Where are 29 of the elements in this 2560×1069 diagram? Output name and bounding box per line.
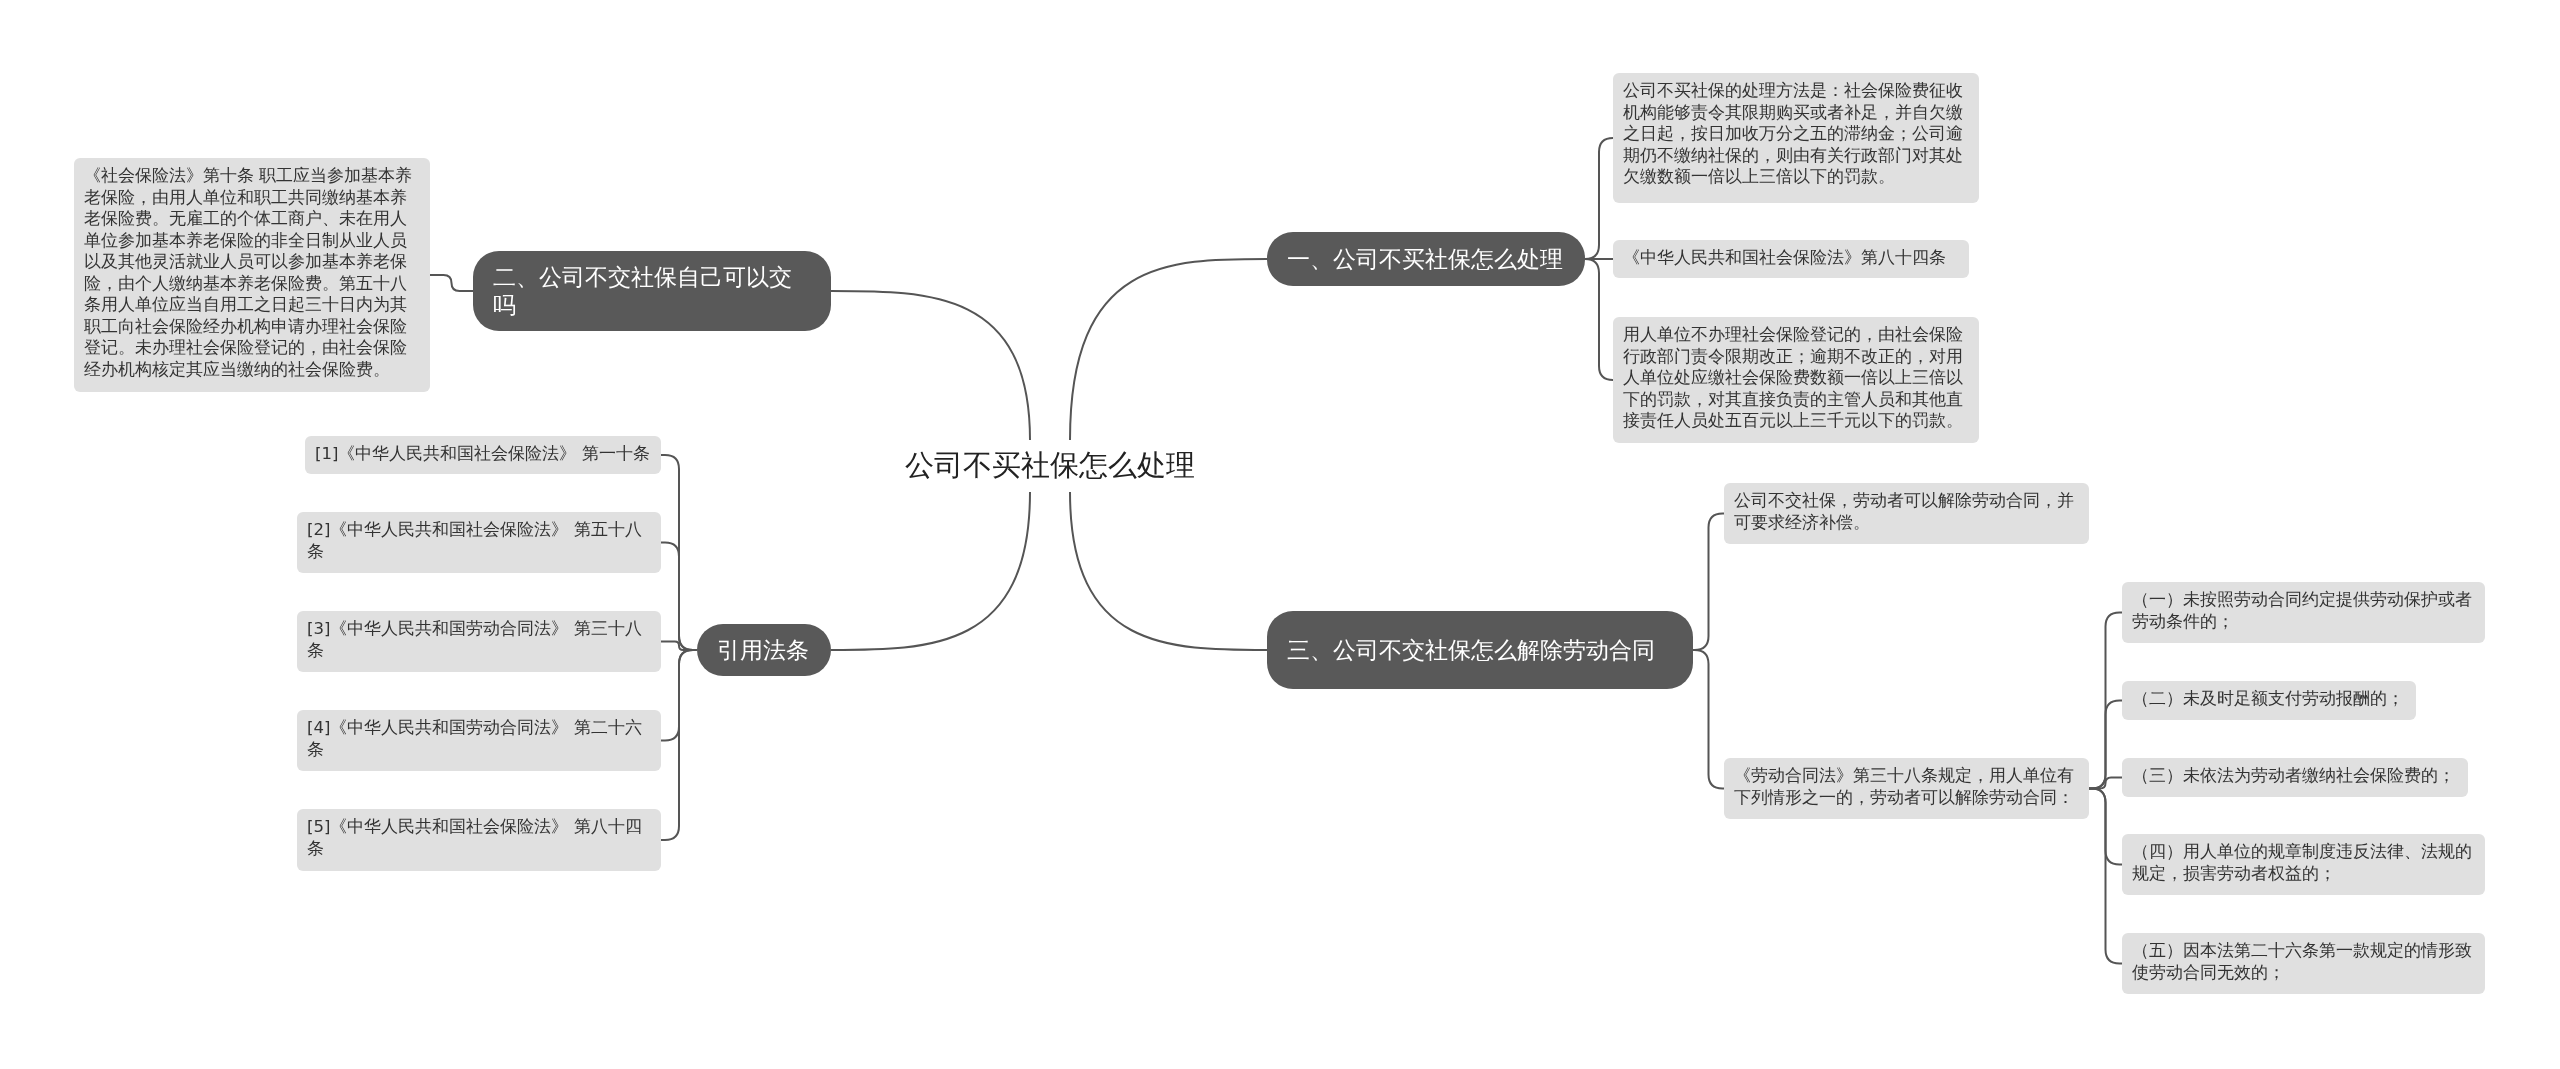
topic-pill: 引用法条: [697, 624, 831, 676]
note-box: [1]《中华人民共和国社会保险法》 第一十条: [305, 436, 661, 474]
connector-line: [2088, 787, 2123, 965]
connector-line: [1069, 258, 1268, 441]
connector-line: [1692, 649, 1725, 790]
connector-line: [1069, 491, 1268, 651]
note-box: 公司不买社保的处理方法是：社会保险费征收机构能够责令其限期购买或者补足，并自欠缴之日起，按日加收万分之五的滞纳金；公司逾期仍不缴纳社保的，则由有关行政部门对其处欠缴数额一倍以上三倍以下的罚款。: [1613, 73, 1979, 203]
connector-line: [830, 491, 1031, 651]
note-box: [3]《中华人民共和国劳动合同法》 第三十八条: [297, 611, 661, 672]
note-box: [5]《中华人民共和国社会保险法》 第八十四条: [297, 809, 661, 871]
topic-pill: 二、公司不交社保自己可以交吗: [473, 251, 831, 331]
note-box: （三）未依法为劳动者缴纳社会保险费的；: [2122, 758, 2468, 797]
topic-pill: 一、公司不买社保怎么处理: [1267, 232, 1585, 286]
note-box: 《社会保险法》第十条 职工应当参加基本养老保险，由用人单位和职工共同缴纳基本养老保险费。无雇工的个体工商户、未在用人单位参加基本养老保险的非全日制从业人员以及其他灵活就业人员可以参加基本养老保险，由个人缴纳基本养老保险费。第五十八条用人单位应当自用工之日起三十日内为其职工向社会保险经办机构申请办理社会保险登记。未办理社会保险登记的，由社会保险经办机构核定其应当缴纳的社会保险费。: [74, 158, 430, 392]
central-topic: 公司不买社保怎么处理: [895, 440, 1205, 492]
note-box: （五）因本法第二十六条第一款规定的情形致使劳动合同无效的；: [2122, 933, 2485, 994]
note-box: [4]《中华人民共和国劳动合同法》 第二十六条: [297, 710, 661, 771]
connector-line: [429, 274, 474, 292]
note-box: 《劳动合同法》第三十八条规定，用人单位有下列情形之一的，劳动者可以解除劳动合同：: [1724, 758, 2089, 819]
note-box: （四）用人单位的规章制度违反法律、法规的规定，损害劳动者权益的；: [2122, 834, 2485, 895]
note-box: （二）未及时足额支付劳动报酬的；: [2122, 681, 2416, 720]
connector-line: [1584, 258, 1614, 381]
topic-pill: 三、公司不交社保怎么解除劳动合同: [1267, 611, 1693, 689]
note-box: （一）未按照劳动合同约定提供劳动保护或者劳动条件的；: [2122, 582, 2485, 643]
note-box: 用人单位不办理社会保险登记的，由社会保险行政部门责令限期改正；逾期不改正的，对用人单位处应缴社会保险费数额一倍以上三倍以下的罚款，对其直接负责的主管人员和其他直接责任人员处五百元以上三千元以下的罚款。: [1613, 317, 1979, 443]
note-box: 《中华人民共和国社会保险法》第八十四条: [1613, 240, 1969, 278]
connector-line: [830, 290, 1031, 441]
note-box: [2]《中华人民共和国社会保险法》 第五十八条: [297, 512, 661, 573]
note-box: 公司不交社保，劳动者可以解除劳动合同，并可要求经济补偿。: [1724, 483, 2089, 544]
